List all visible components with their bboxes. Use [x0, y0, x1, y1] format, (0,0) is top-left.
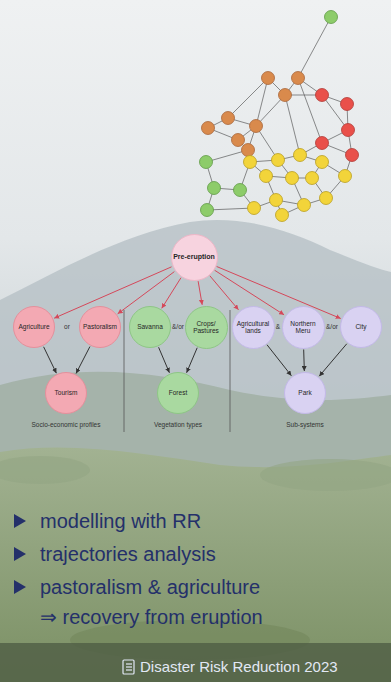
transition-arrow [319, 344, 347, 376]
transition-arrow [198, 281, 202, 305]
node-label: Crops/ Pastures [188, 320, 224, 335]
state-circle: Savanna [129, 306, 171, 348]
node-label: Agriculture [18, 323, 49, 330]
transition-arrow [217, 266, 341, 318]
group-label: Socio-economic profiles [31, 421, 100, 429]
node-label: Savanna [137, 323, 163, 330]
transition-arrow [162, 278, 181, 309]
transition-arrow [303, 349, 305, 371]
state-circle: Agricultural lands [232, 306, 275, 349]
node-label: Tourism [55, 389, 78, 396]
transition-arrow [44, 347, 57, 373]
state-circle: City [340, 306, 382, 348]
footer-reference: Disaster Risk Reduction 2023 [140, 658, 338, 676]
bullet-text: modelling with RR [40, 506, 201, 536]
group-label: Sub-systems [286, 421, 324, 429]
group-label: Vegetation types [154, 421, 202, 429]
state-circle: Tourism [45, 372, 87, 414]
connector-word: & [276, 323, 280, 331]
state-circle: Agriculture [13, 306, 55, 348]
transition-arrow [76, 347, 90, 374]
node-label: Park [298, 389, 311, 396]
state-circle: Park [284, 372, 326, 414]
transition-arrow [210, 276, 239, 310]
state-circle: Pre-eruption [171, 234, 218, 281]
connector-word: or [64, 323, 70, 331]
bullet-text: pastoralism & agriculture ⇒ recovery fro… [40, 572, 274, 632]
node-label: Agricultural lands [235, 320, 271, 335]
connector-word: &/or [172, 323, 184, 331]
node-label: City [355, 323, 366, 330]
transition-arrow [267, 345, 291, 376]
state-circle: Crops/ Pastures [185, 306, 228, 349]
node-label: Pre-eruption [173, 253, 215, 261]
state-circle: Northern Meru [282, 306, 325, 349]
connector-word: &/or [326, 323, 338, 331]
state-circle: Pastoralism [79, 306, 121, 348]
transition-arrow [159, 347, 170, 372]
bullet-text: trajectories analysis [40, 539, 216, 569]
node-label: Northern Meru [285, 320, 321, 335]
transition-arrow [187, 348, 198, 373]
node-label: Pastoralism [83, 323, 117, 330]
state-circle: Forest [157, 372, 199, 414]
node-label: Forest [169, 389, 187, 396]
